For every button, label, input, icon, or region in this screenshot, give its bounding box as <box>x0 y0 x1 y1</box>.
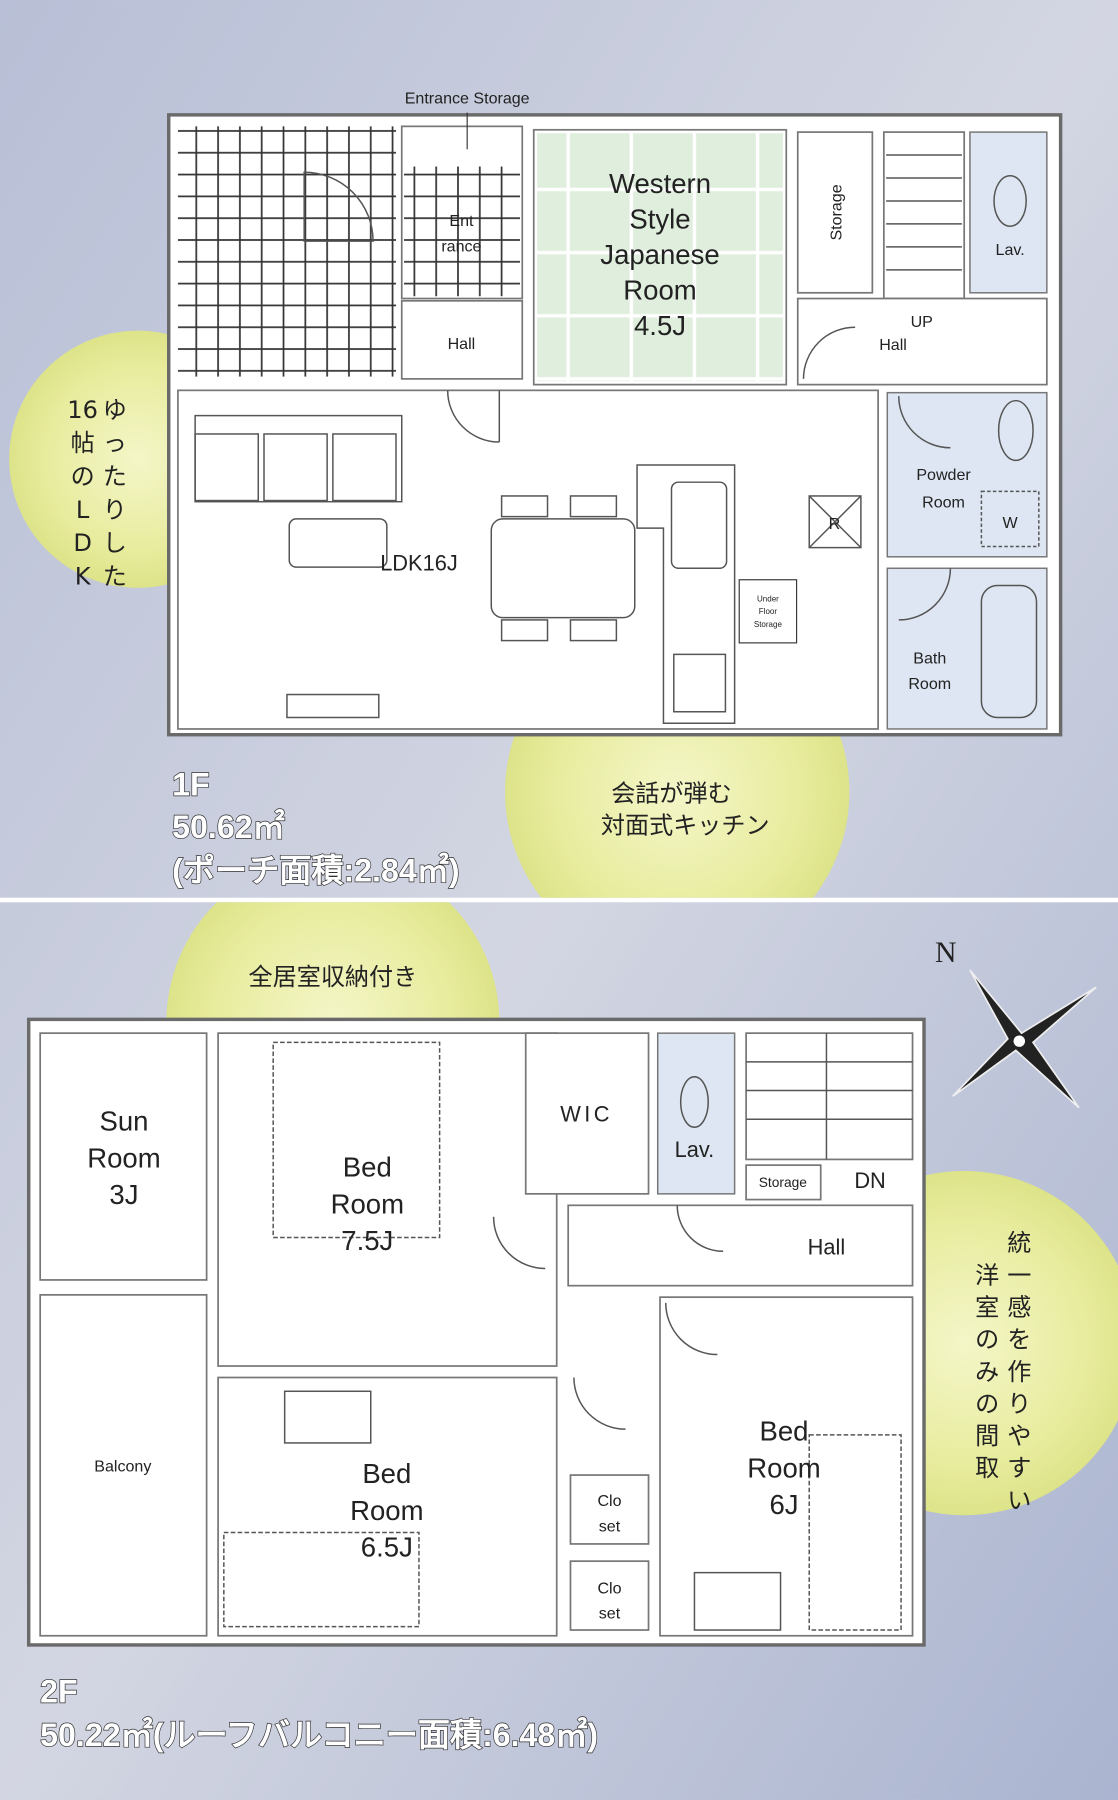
label-japanese-room-4: Room <box>623 275 696 306</box>
label-japanese-room-size: 4.5J <box>634 310 686 341</box>
floor-2: Sun Room 3J Balcony Bed Room 7.5J WIC La… <box>26 936 1097 1754</box>
label-bedroom-65-size: 6.5J <box>361 1532 413 1563</box>
label-closet-a-2: set <box>599 1517 621 1535</box>
svg-text:一: 一 <box>1007 1261 1031 1289</box>
label-closet-a: Clo <box>597 1492 621 1510</box>
svg-text:感: 感 <box>1007 1294 1031 1322</box>
svg-text:K: K <box>75 562 92 590</box>
unified-callout-text: 統 一 感 を 作 り や す い 洋 室 の み の 間 取 <box>975 1229 1031 1514</box>
label-bedroom-75-2: Room <box>331 1188 404 1219</box>
label-underfloor-2: Floor <box>759 607 778 616</box>
label-up: UP <box>911 313 933 331</box>
svg-text:帖: 帖 <box>71 429 95 457</box>
kitchen-callout-line1: 会話が弾む <box>611 779 731 807</box>
ldk-callout-text: 16 帖 の L D K ゆ っ た り し た <box>67 396 127 590</box>
label-entrance-storage: Entrance Storage <box>405 89 530 107</box>
svg-text:作: 作 <box>1007 1358 1031 1386</box>
label-entrance-2: rance <box>441 237 481 255</box>
label-dn: DN <box>854 1168 885 1193</box>
svg-text:統: 統 <box>1007 1229 1031 1257</box>
label-underfloor-3: Storage <box>754 620 783 629</box>
label-bedroom-6-2: Room <box>747 1452 820 1483</box>
svg-text:取: 取 <box>975 1454 999 1482</box>
svg-text:L: L <box>76 496 90 524</box>
kitchen-callout-line2: 対面式キッチン <box>601 811 770 839</box>
floor1-area: 50.62㎡ <box>172 809 285 845</box>
svg-text:み: み <box>975 1358 999 1386</box>
label-bedroom-75: Bed <box>343 1152 392 1183</box>
label-bedroom-6-size: 6J <box>769 1489 798 1520</box>
storage-callout: 全居室収納付き <box>249 963 418 991</box>
label-underfloor: Under <box>757 595 779 604</box>
label-hall-2f: Hall <box>808 1235 846 1260</box>
label-closet-b-2: set <box>599 1605 621 1623</box>
label-bedroom-6: Bed <box>759 1416 808 1447</box>
dining-table <box>490 495 636 642</box>
svg-text:っ: っ <box>103 429 127 457</box>
label-bedroom-65-2: Room <box>350 1495 423 1526</box>
floor2-label: 2F <box>40 1673 78 1709</box>
compass-north-label: N <box>935 936 957 969</box>
label-lav-1f: Lav. <box>996 241 1025 259</box>
label-ldk: LDK16J <box>380 551 458 576</box>
label-balcony: Balcony <box>94 1458 151 1476</box>
svg-text:D: D <box>73 529 92 557</box>
porch-tiles <box>177 126 397 377</box>
label-powder-room: Powder <box>916 466 971 484</box>
label-powder-room-2: Room <box>922 493 965 511</box>
svg-text:り: り <box>1007 1390 1031 1418</box>
refrigerator-label: R <box>829 515 841 533</box>
svg-text:た: た <box>103 462 127 490</box>
label-japanese-room-3: Japanese <box>600 239 719 270</box>
label-hall-1f: Hall <box>448 335 476 353</box>
label-sun-room-size: 3J <box>109 1179 138 1210</box>
svg-text:い: い <box>1007 1486 1031 1514</box>
washer-label: W <box>1003 514 1019 532</box>
label-bedroom-75-size: 7.5J <box>341 1225 393 1256</box>
svg-text:た: た <box>103 562 127 590</box>
compass-icon <box>952 969 1097 1109</box>
floor2-area: 50.22㎡(ルーフバルコニー面積:6.48㎡) <box>40 1717 598 1753</box>
svg-text:洋: 洋 <box>975 1261 999 1289</box>
svg-text:16: 16 <box>67 396 98 424</box>
label-wic: WIC <box>560 1102 613 1127</box>
label-bedroom-65: Bed <box>362 1458 411 1489</box>
panel-divider <box>0 897 1118 903</box>
label-japanese-room-2: Style <box>629 204 690 235</box>
label-bath-room: Bath <box>913 650 946 668</box>
sofa <box>194 414 403 568</box>
svg-text:す: す <box>1007 1454 1031 1482</box>
svg-text:り: り <box>103 496 127 524</box>
svg-text:ゆ: ゆ <box>103 396 127 424</box>
svg-text:の: の <box>975 1326 999 1354</box>
svg-text:室: 室 <box>975 1294 999 1322</box>
floor1-label: 1F <box>172 767 210 803</box>
svg-text:間: 間 <box>975 1422 999 1450</box>
label-entrance: Ent <box>449 212 474 230</box>
floor-1: Entrance Storage Ent rance Hall Western … <box>67 89 1063 889</box>
label-closet-b: Clo <box>597 1579 621 1597</box>
svg-text:の: の <box>71 462 95 490</box>
label-storage-2f: Storage <box>759 1175 808 1190</box>
floor1-porch-area: (ポーチ面積:2.84㎡) <box>172 853 459 889</box>
label-lav-2f: Lav. <box>675 1137 715 1162</box>
label-sun-room-2: Room <box>87 1142 160 1173</box>
label-japanese-room: Western <box>609 168 711 199</box>
svg-text:し: し <box>103 529 127 557</box>
label-storage-1f: Storage <box>827 184 845 240</box>
label-sun-room: Sun <box>99 1106 148 1137</box>
svg-text:を: を <box>1007 1326 1031 1354</box>
label-bath-room-2: Room <box>908 675 951 693</box>
label-hall2-1f: Hall <box>879 336 907 354</box>
svg-text:や: や <box>1007 1422 1031 1450</box>
svg-text:の: の <box>975 1390 999 1418</box>
